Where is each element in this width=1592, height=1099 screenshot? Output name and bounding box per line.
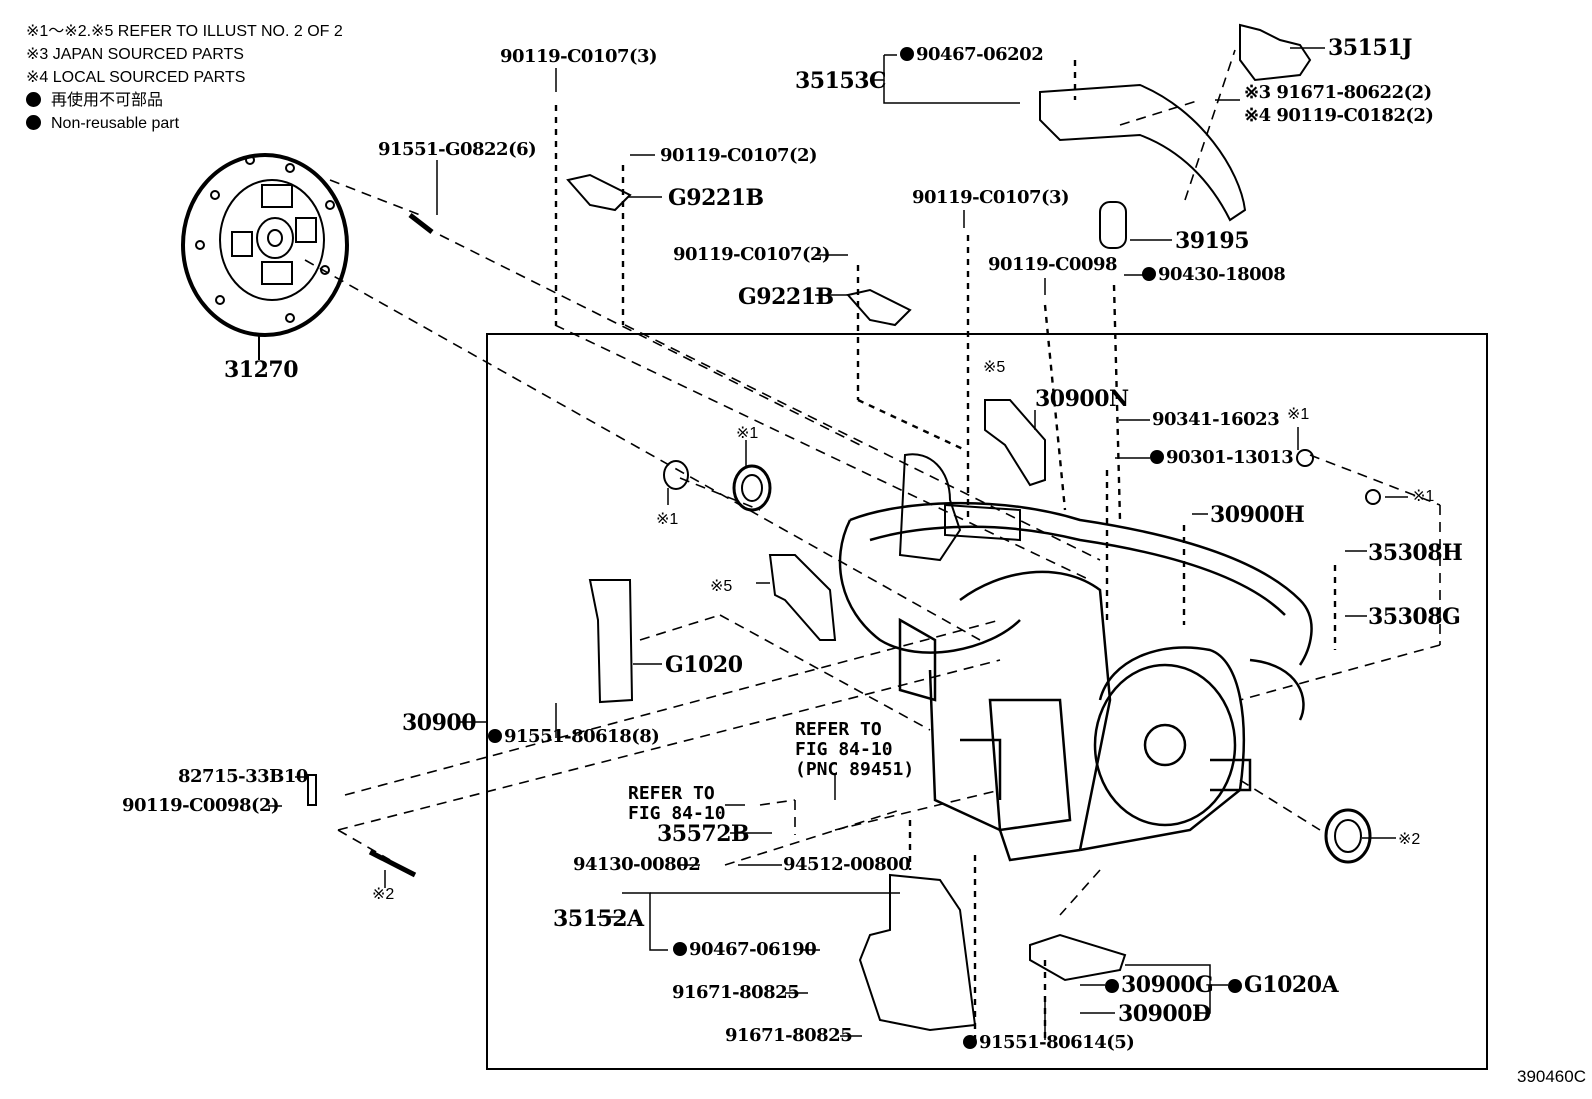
- part-label-31270[interactable]: 31270: [224, 357, 299, 383]
- legend: ※1～※2.※5 REFER TO ILLUST NO. 2 OF 2 ※3 J…: [26, 20, 343, 135]
- part-number: 90467-06202: [916, 44, 1044, 65]
- part-label-G9221B[interactable]: G9221B: [668, 185, 764, 211]
- ref-mark-2: ※2: [1398, 831, 1421, 848]
- nonreusable-dot-icon: [1228, 979, 1242, 993]
- part-label-91551-80618[interactable]: 91551-80618(8): [488, 726, 660, 747]
- part-label-30900N[interactable]: 30900N: [1035, 386, 1129, 412]
- part-label-30900G[interactable]: 30900G: [1105, 972, 1214, 998]
- nonreusable-dot-icon: [673, 942, 687, 956]
- nonreusable-dot-icon: [26, 115, 41, 130]
- legend-nonreusable-en: Non-reusable part: [26, 112, 343, 135]
- legend-nonreusable-en-text: Non-reusable part: [51, 115, 180, 132]
- part-number: 30900G: [1121, 972, 1214, 998]
- part-label-91671-80622[interactable]: ※3 91671-80622(2): [1244, 82, 1432, 103]
- part-label-35152A[interactable]: 35152A: [553, 906, 644, 932]
- part-label-94130-00802[interactable]: 94130-00802: [573, 854, 701, 875]
- part-label-90301-13013[interactable]: 90301-13013: [1150, 447, 1294, 468]
- part-label-90119-C0107-3[interactable]: 90119-C0107(3): [500, 46, 658, 67]
- part-label-90430-18008[interactable]: 90430-18008: [1142, 264, 1286, 285]
- nonreusable-dot-icon: [1142, 267, 1156, 281]
- part-number: 90467-06190: [689, 939, 817, 960]
- part-label-G9221B[interactable]: G9221B: [738, 284, 834, 310]
- cover-35151j-icon: [1239, 23, 1312, 82]
- figure-id: 390460C: [1516, 1067, 1586, 1086]
- part-label-91551-G0822[interactable]: 91551-G0822(6): [378, 139, 537, 160]
- refer-to-fig-84-10[interactable]: REFER TO FIG 84-10: [628, 783, 726, 824]
- legend-nonreusable-jp-text: 再使用不可部品: [51, 92, 164, 109]
- bracket-g9221b-icon: [566, 173, 632, 212]
- part-label-35572B[interactable]: 35572B: [657, 821, 750, 847]
- guide-35153c-icon: [1039, 83, 1247, 222]
- ref-mark-5: ※5: [983, 359, 1006, 376]
- part-label-30900H[interactable]: 30900H: [1210, 502, 1305, 528]
- legend-note-japan-sourced: ※3 JAPAN SOURCED PARTS: [26, 46, 244, 63]
- ref-mark-1: ※1: [1412, 488, 1435, 505]
- nonreusable-dot-icon: [900, 47, 914, 61]
- ref-mark-5: ※5: [710, 578, 733, 595]
- legend-note-local-sourced: ※4 LOCAL SOURCED PARTS: [26, 69, 246, 86]
- part-number: 91551-80614(5): [979, 1032, 1135, 1053]
- assembly-frame: [486, 333, 1488, 1070]
- part-label-90467-06190[interactable]: 90467-06190: [673, 939, 817, 960]
- oil-seal-icon: [732, 464, 772, 512]
- bolt-icon: [408, 213, 434, 234]
- refer-to-fig-pnc-89451[interactable]: REFER TO FIG 84-10 (PNC 89451): [795, 719, 915, 780]
- bracket-g1020a-icon: [1029, 933, 1127, 982]
- nonreusable-dot-icon: [1105, 979, 1119, 993]
- ref-mark-1: ※1: [1287, 406, 1310, 423]
- nonreusable-dot-icon: [963, 1035, 977, 1049]
- plug-icon: [1296, 449, 1314, 467]
- air-pipe-icon: [984, 399, 1046, 487]
- part-number: G1020A: [1244, 972, 1339, 998]
- part-label-35151J[interactable]: 35151J: [1328, 35, 1412, 61]
- gasket-icon: [1365, 489, 1381, 505]
- part-label-35153C[interactable]: 35153C: [795, 68, 887, 94]
- bracket-g9221b-icon: [846, 288, 912, 327]
- part-label-35308H[interactable]: 35308H: [1368, 540, 1463, 566]
- part-label-91551-80614[interactable]: 91551-80614(5): [963, 1032, 1135, 1053]
- ref-mark-1: ※1: [736, 425, 759, 442]
- part-label-91671-80825[interactable]: 91671-80825: [672, 982, 800, 1003]
- part-label-91671-80825[interactable]: 91671-80825: [725, 1025, 853, 1046]
- oil-seal-icon: [1324, 808, 1372, 864]
- legend-nonreusable-jp: 再使用不可部品: [26, 89, 343, 112]
- part-label-90119-C0098-2[interactable]: 90119-C0098(2): [122, 795, 280, 816]
- bracket-g1020-icon: [588, 579, 634, 704]
- clamp-82715-icon: [307, 774, 317, 806]
- part-label-90341-16023[interactable]: 90341-16023: [1152, 409, 1280, 430]
- part-label-35308G[interactable]: 35308G: [1368, 604, 1461, 630]
- nonreusable-dot-icon: [488, 729, 502, 743]
- part-number: 91551-80618(8): [504, 726, 660, 747]
- part-number: 90430-18008: [1158, 264, 1286, 285]
- air-pipe-icon: [768, 554, 837, 641]
- part-label-90119-C0182[interactable]: ※4 90119-C0182(2): [1244, 105, 1434, 126]
- part-label-30900D[interactable]: 30900D: [1118, 1001, 1211, 1027]
- ref-mark-2: ※2: [372, 886, 395, 903]
- part-label-39195[interactable]: 39195: [1175, 228, 1250, 254]
- part-label-82715-33B10[interactable]: 82715-33B10: [178, 766, 308, 787]
- transaxle-housing-icon: [838, 501, 1313, 862]
- part-label-G1020A[interactable]: G1020A: [1228, 972, 1339, 998]
- part-label-94512-00800[interactable]: 94512-00800: [783, 854, 911, 875]
- nonreusable-dot-icon: [1150, 450, 1164, 464]
- part-label-90119-C0098[interactable]: 90119-C0098: [988, 254, 1118, 275]
- bolt-icon: [368, 849, 417, 878]
- part-label-90119-C0107-3[interactable]: 90119-C0107(3): [912, 187, 1070, 208]
- part-label-90467-06202[interactable]: 90467-06202: [900, 44, 1044, 65]
- part-label-30900[interactable]: 30900: [402, 710, 477, 736]
- part-label-90119-C0107-2[interactable]: 90119-C0107(2): [673, 244, 831, 265]
- filter-39195-icon: [1099, 201, 1127, 249]
- oil-seal-icon: [663, 460, 689, 490]
- plate-35152a-icon: [858, 873, 977, 1032]
- ref-mark-1: ※1: [656, 511, 679, 528]
- clutch-disc-icon: [181, 153, 349, 337]
- part-label-G1020[interactable]: G1020: [665, 652, 743, 678]
- pipe-bracket-icon: [898, 453, 962, 562]
- legend-note-illust: ※1～※2.※5 REFER TO ILLUST NO. 2 OF 2: [26, 23, 343, 40]
- part-label-90119-C0107-2[interactable]: 90119-C0107(2): [660, 145, 818, 166]
- nonreusable-dot-icon: [26, 92, 41, 107]
- part-number: 90301-13013: [1166, 447, 1294, 468]
